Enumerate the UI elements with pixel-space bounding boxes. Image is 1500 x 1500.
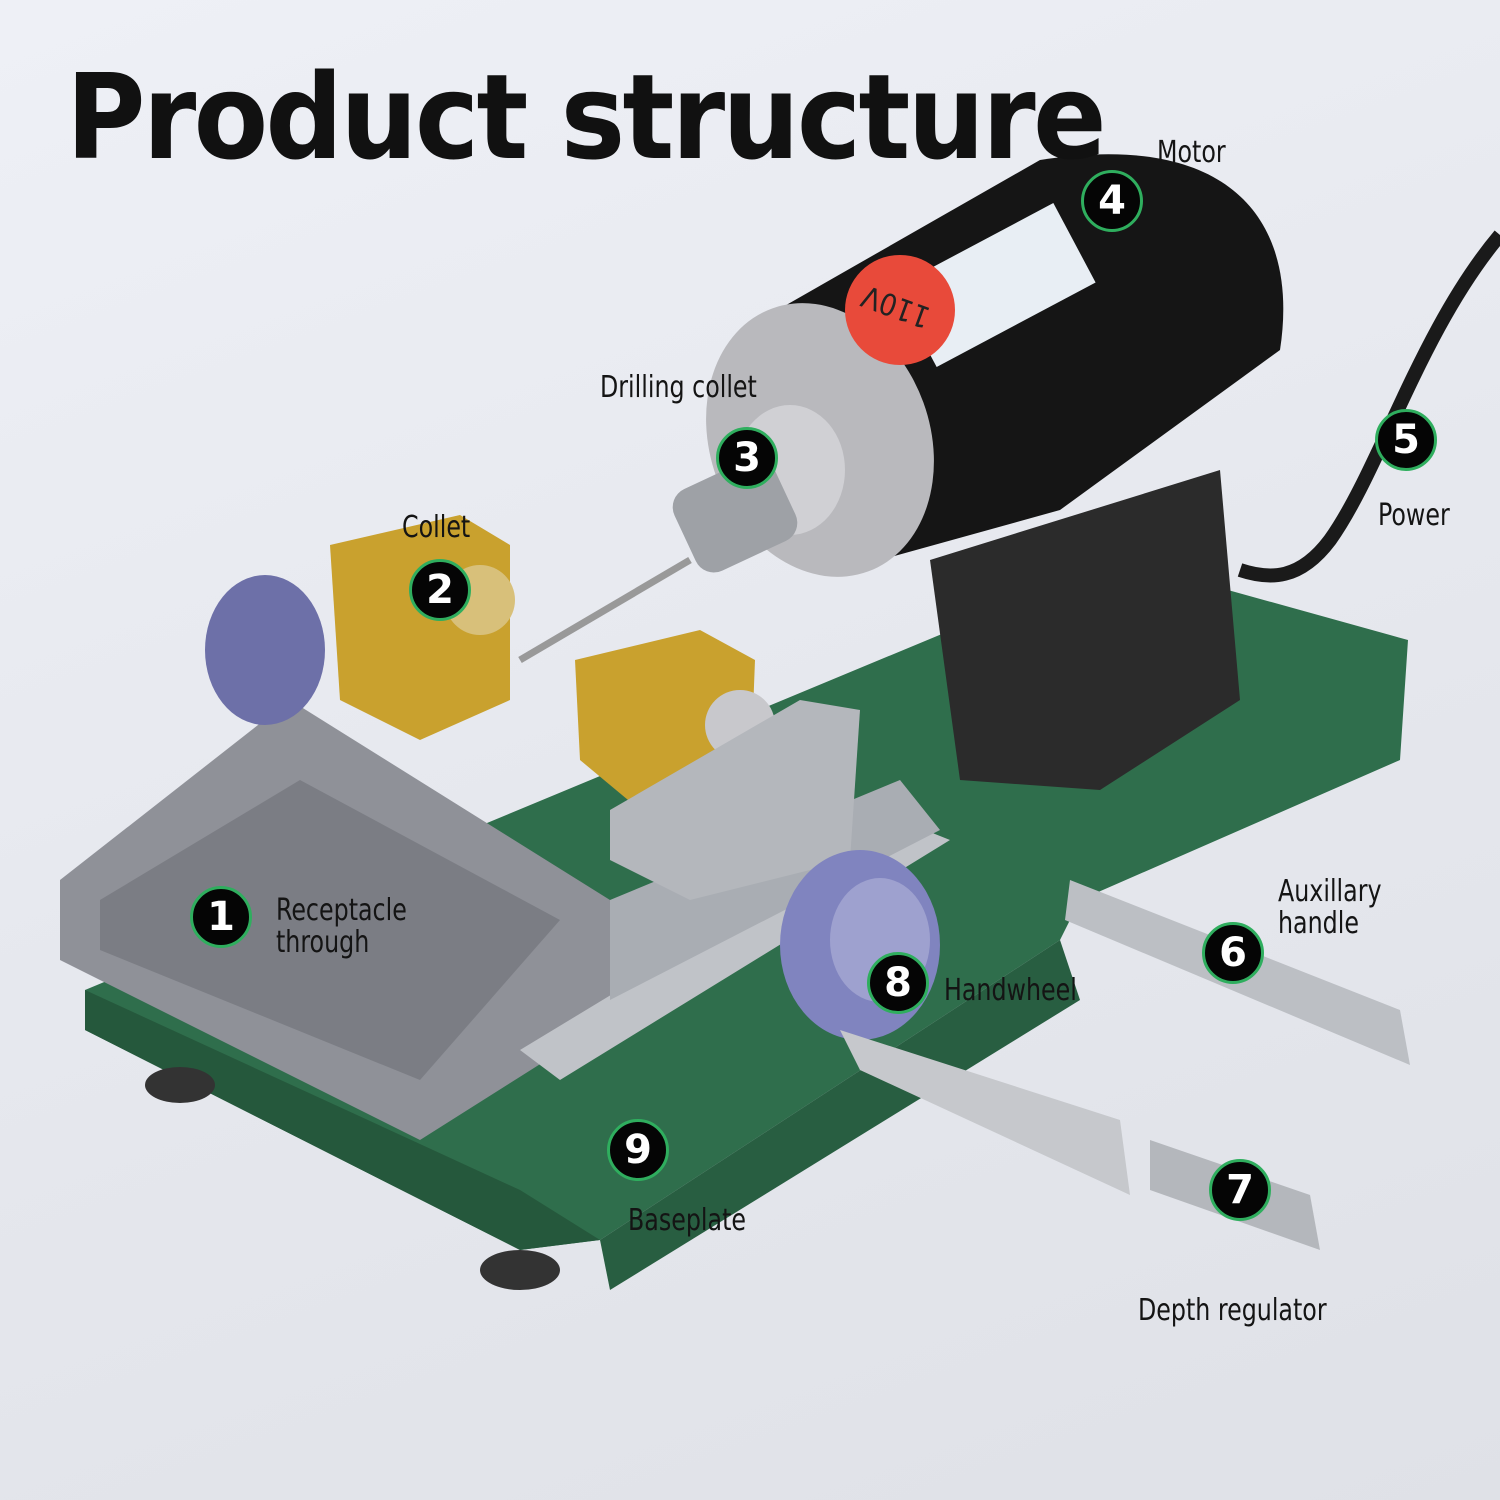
- label-depth-regulator: Depth regulator: [1138, 1293, 1327, 1328]
- label-motor: Motor: [1157, 135, 1226, 170]
- badge-7: 7: [1209, 1159, 1271, 1221]
- slider-carriage: [610, 780, 940, 1000]
- rubber-foot: [145, 1067, 215, 1103]
- depth-regulator-bar: [840, 1030, 1130, 1195]
- receptacle-tray-inner: [100, 780, 560, 1080]
- badge-6: 6: [1202, 922, 1264, 984]
- voltage-sticker: [845, 255, 955, 365]
- badge-9: 9: [607, 1119, 669, 1181]
- label-baseplate: Baseplate: [628, 1203, 747, 1238]
- badge-1: 1: [190, 886, 252, 948]
- vice-bracket: [610, 700, 860, 900]
- label-handwheel: Handwheel: [944, 973, 1077, 1008]
- badge-3: 3: [716, 427, 778, 489]
- handwheel-rear: [205, 575, 325, 725]
- label-drilling-collet: Drilling collet: [600, 370, 757, 405]
- motor-stand: [930, 470, 1240, 790]
- badge-2: 2: [409, 559, 471, 621]
- power-cable: [1237, 230, 1500, 583]
- drill-bit: [518, 556, 692, 664]
- label-auxiliary-handle: Auxillary handle: [1278, 874, 1382, 941]
- badge-8: 8: [867, 952, 929, 1014]
- drill-chuck: [672, 457, 798, 573]
- label-collet: Collet: [402, 510, 471, 545]
- label-receptacle-through: Receptacle through: [276, 893, 407, 960]
- baseplate-side-edge: [600, 940, 1080, 1290]
- badge-5: 5: [1375, 409, 1437, 471]
- label-power: Power: [1378, 498, 1450, 533]
- baseplate-front-edge: [85, 990, 600, 1250]
- badge-4: 4: [1081, 170, 1143, 232]
- rubber-foot: [480, 1250, 560, 1290]
- page-title: Product structure: [66, 48, 1107, 186]
